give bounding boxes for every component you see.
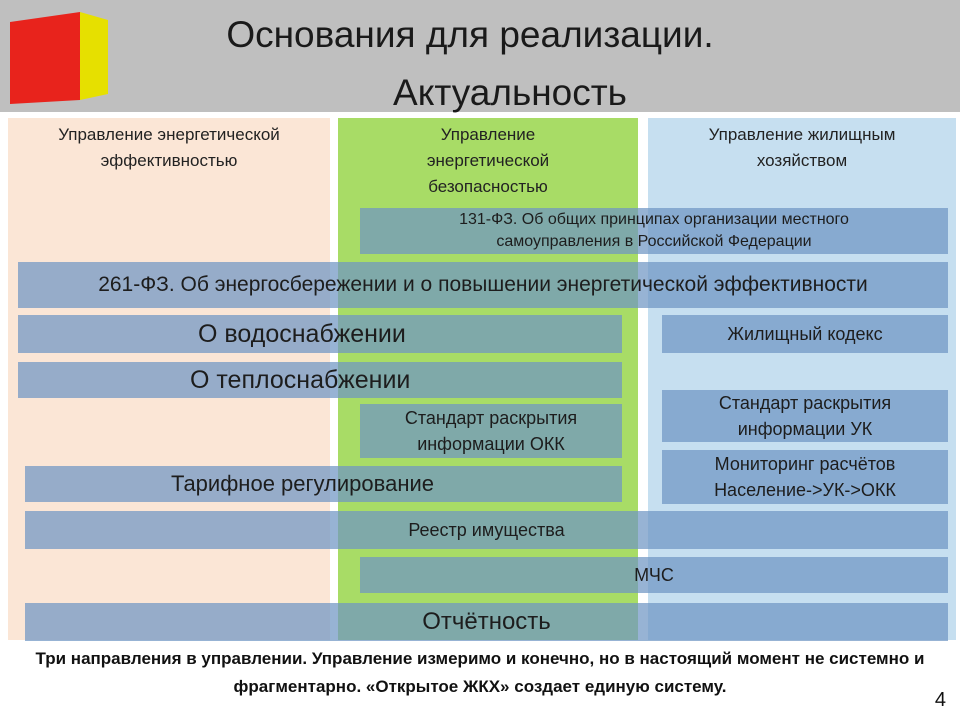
bar-label: Тарифное регулирование	[171, 471, 435, 496]
bar-label: О водоснабжении	[198, 319, 406, 348]
bar-label: О теплоснабжении	[190, 365, 411, 394]
page-number: 4	[934, 689, 946, 711]
bar-label: 131-ФЗ. Об общих принципах организации м…	[459, 211, 849, 250]
bar-fz131: 131-ФЗ. Об общих принципах организации м…	[360, 208, 948, 254]
column-header: Управление жилищным хозяйством	[708, 125, 896, 170]
bar-mchs: МЧС	[360, 557, 948, 593]
bar-label: Жилищный кодекс	[727, 323, 883, 344]
bar-reporting: Отчётность	[25, 603, 948, 641]
cube-logo-icon	[10, 12, 108, 104]
bar-tariff: Тарифное регулирование	[25, 466, 622, 502]
bar-housing-code: Жилищный кодекс	[662, 315, 948, 353]
bar-label: Мониторинг расчётов Население->УК->ОКК	[714, 454, 896, 500]
bar-uk-standard: Стандарт раскрытия информации УК	[662, 390, 948, 442]
bar-label: Стандарт раскрытия информации УК	[718, 393, 892, 439]
bar-registry: Реестр имущества	[25, 511, 948, 549]
summary-note: Три направления в управлении. Управление…	[35, 649, 925, 696]
bar-label: МЧС	[634, 564, 674, 585]
bar-fz261: 261-ФЗ. Об энергосбережении и о повышени…	[18, 262, 948, 308]
bar-heat: О теплоснабжении	[18, 362, 622, 398]
column-header: Управление энергетической безопасностью	[426, 125, 550, 196]
column-housing: Управление жилищным хозяйством	[648, 118, 956, 640]
bar-okk-standard: Стандарт раскрытия информации ОКК	[360, 404, 622, 458]
page-title: Основания для реализации. Актуальность	[130, 6, 810, 122]
bar-label: Реестр имущества	[408, 519, 565, 540]
title-line-1: Основания для реализации.	[226, 14, 714, 55]
bar-water: О водоснабжении	[18, 315, 622, 353]
column-header: Управление энергетической эффективностью	[58, 125, 280, 170]
title-bar: Основания для реализации. Актуальность	[0, 0, 960, 113]
bar-monitoring: Мониторинг расчётов Население->УК->ОКК	[662, 450, 948, 504]
bar-label: Отчётность	[422, 608, 551, 635]
bar-label: 261-ФЗ. Об энергосбережении и о повышени…	[98, 273, 868, 296]
title-line-2: Актуальность	[393, 72, 627, 113]
bar-label: Стандарт раскрытия информации ОКК	[404, 408, 578, 454]
